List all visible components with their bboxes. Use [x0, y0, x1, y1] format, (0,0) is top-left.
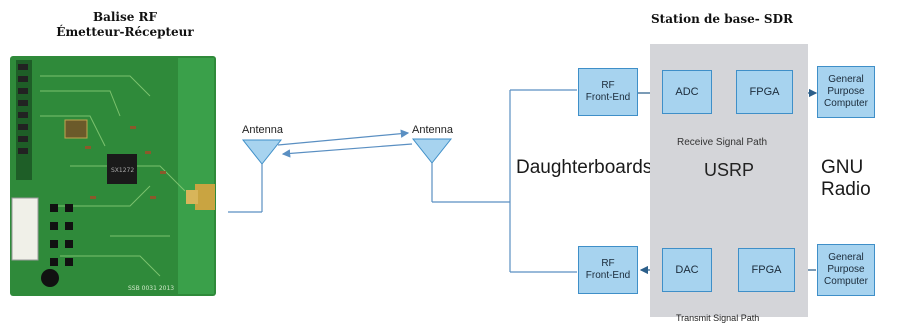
dac-label: DAC	[675, 264, 699, 276]
fpga-rx-block: FPGA	[736, 70, 793, 114]
left-antenna-label: Antenna	[242, 124, 283, 136]
beacon-title: Balise RF Émetteur-Récepteur	[40, 10, 210, 40]
fpga-tx-block: FPGA	[738, 248, 795, 292]
dac-block: DAC	[662, 248, 712, 292]
adc-label: ADC	[675, 86, 699, 98]
rf-tx-line2: Front-End	[585, 270, 631, 281]
rf-rx-line2: Front-End	[585, 92, 631, 103]
rf-tx-line1: RF	[601, 258, 615, 269]
beacon-title-line1: Balise RF	[92, 10, 158, 24]
rf-rx-line1: RF	[601, 80, 615, 91]
board-text: SSB 0031 2013	[128, 285, 174, 292]
usrp-label: USRP	[704, 160, 755, 180]
downlink-arrow	[281, 143, 413, 158]
gpc-tx-line3: Computer	[824, 276, 868, 287]
daughterboards-label: Daughterboards	[516, 157, 653, 178]
gpc-tx-line2: Purpose	[827, 264, 865, 275]
right-antenna-label: Antenna	[412, 124, 453, 136]
left-antenna-icon	[241, 139, 283, 165]
receive-path-label: Receive Signal Path	[677, 137, 768, 148]
gpc-rx-line2: Purpose	[827, 86, 865, 97]
transmit-path-label: Transmit Signal Path	[676, 313, 760, 323]
base-station-title: Station de base- SDR	[651, 12, 793, 26]
chip-label: SX1272	[111, 167, 134, 174]
fpga-tx-label: FPGA	[751, 264, 782, 276]
gnu-radio-label: GNU Radio	[821, 157, 871, 200]
beacon-title-line2: Émetteur-Récepteur	[56, 25, 194, 39]
fpga-rx-label: FPGA	[749, 86, 780, 98]
adc-block: ADC	[662, 70, 712, 114]
rf-beacon-board-image: SX1272 SSB 0031 2013	[10, 56, 216, 296]
gpc-rx-line3: Computer	[824, 98, 868, 109]
gpc-rx-line1: General	[828, 74, 864, 85]
right-antenna-icon	[411, 138, 453, 164]
uplink-arrow	[277, 129, 410, 146]
gpc-tx-line1: General	[828, 252, 864, 263]
